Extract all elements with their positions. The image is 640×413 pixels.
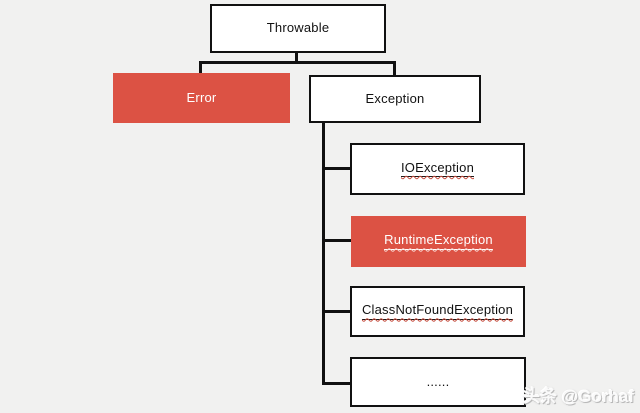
connector-branch-ioexception bbox=[322, 167, 351, 170]
connector-branch-ellipsis bbox=[322, 382, 351, 385]
node-runtimeexception-label: RuntimeException bbox=[384, 233, 493, 250]
connector-throwable-stub bbox=[295, 53, 298, 63]
connector-children-horizontal-bar bbox=[199, 61, 396, 64]
node-ellipsis-label: ...... bbox=[426, 373, 450, 389]
connector-branch-runtimeexception bbox=[322, 239, 352, 242]
connector-error-stub bbox=[199, 61, 202, 74]
node-exception: Exception bbox=[309, 75, 481, 123]
node-ellipsis: ...... bbox=[350, 357, 526, 407]
connector-branch-classnotfound bbox=[322, 310, 351, 313]
node-classnotfoundexception-label: ClassNotFoundException bbox=[361, 303, 514, 320]
node-throwable-label: Throwable bbox=[266, 20, 330, 36]
node-error: Error bbox=[113, 73, 290, 123]
node-error-label: Error bbox=[186, 89, 217, 105]
node-ioexception-label: IOException bbox=[400, 160, 474, 178]
node-throwable: Throwable bbox=[210, 4, 386, 53]
connector-exception-stub bbox=[393, 61, 396, 76]
connector-exception-trunk bbox=[322, 123, 325, 385]
node-ioexception: IOException bbox=[350, 143, 525, 195]
node-classnotfoundexception: ClassNotFoundException bbox=[350, 286, 525, 337]
node-runtimeexception: RuntimeException bbox=[351, 216, 526, 267]
toutiao-watermark: 头条 @Gorhaf bbox=[522, 387, 634, 406]
node-exception-label: Exception bbox=[365, 90, 425, 106]
